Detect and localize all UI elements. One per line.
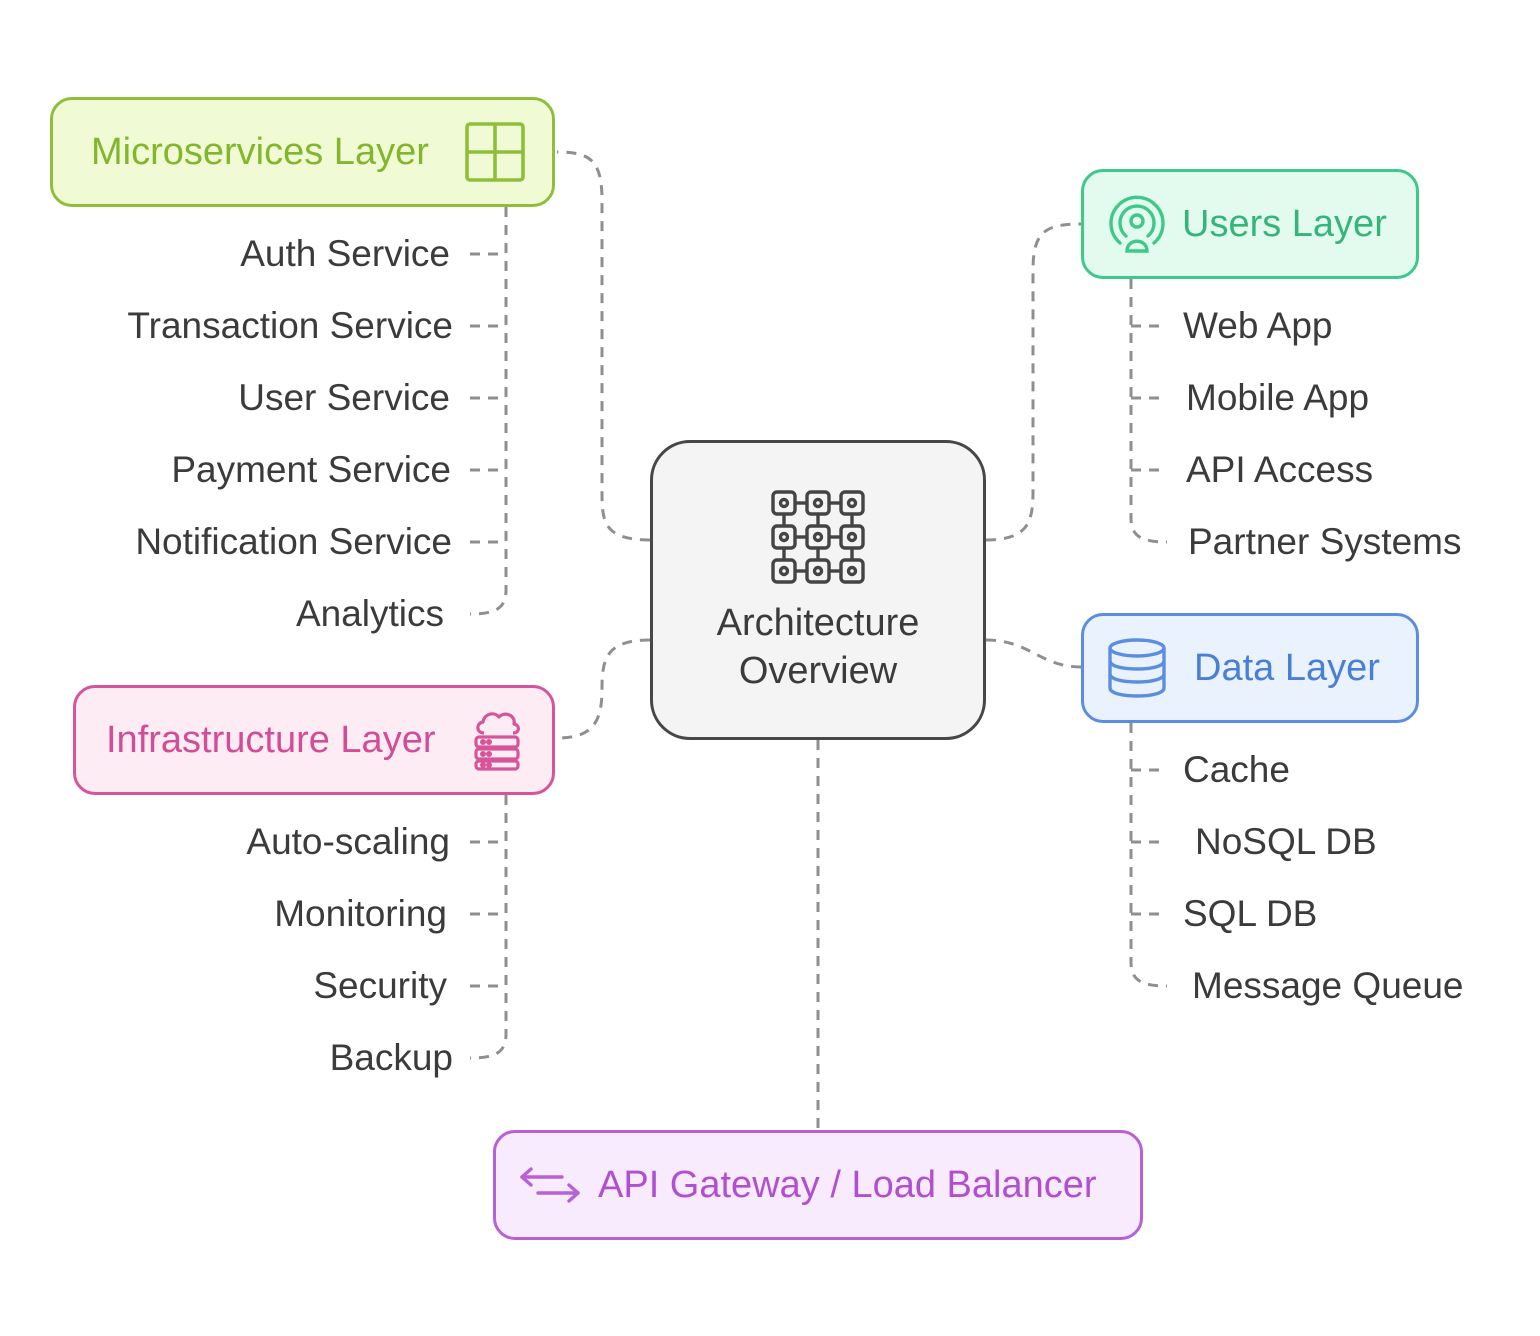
users-item-partner-systems: Partner Systems xyxy=(1188,521,1462,562)
connector-center-microservices xyxy=(556,150,651,542)
microservice-item-analytics: Analytics xyxy=(295,593,444,634)
trunk-data xyxy=(1129,723,1168,988)
infrastructure-item-monitoring: Monitoring xyxy=(274,893,447,934)
trunk-infrastructure xyxy=(469,795,508,1060)
microservice-item-auth: Auth Service xyxy=(240,233,450,274)
database-icon xyxy=(1106,637,1168,699)
data-item-cache: Cache xyxy=(1183,749,1290,790)
data-item-message-queue: Message Queue xyxy=(1192,965,1464,1006)
api-gateway-title: API Gateway / Load Balancer xyxy=(598,1163,1097,1206)
users-item-api-access: API Access xyxy=(1186,449,1374,490)
connector-center-users xyxy=(985,222,1082,542)
microservice-item-transaction: Transaction Service xyxy=(127,305,453,346)
users-layer-title: Users Layer xyxy=(1182,202,1387,245)
infrastructure-layer-node: Infrastructure Layer xyxy=(73,685,555,795)
data-layer-title: Data Layer xyxy=(1194,646,1380,689)
center-title-line2: Overview xyxy=(738,650,898,692)
exchange-arrows-icon xyxy=(518,1165,582,1205)
users-layer-node: Users Layer xyxy=(1081,169,1419,279)
center-title-line1: Architecture xyxy=(716,602,920,644)
users-item-web-app: Web App xyxy=(1183,305,1333,346)
connector-center-data xyxy=(985,638,1082,669)
grid-icon xyxy=(464,121,526,183)
cloud-server-icon xyxy=(472,709,522,771)
microservices-layer-title: Microservices Layer xyxy=(91,130,429,173)
circuit-grid-icon xyxy=(770,489,866,585)
infrastructure-item-backup: Backup xyxy=(329,1037,453,1078)
center-title: Architecture Overview xyxy=(717,599,920,695)
connector-center-infrastructure xyxy=(556,638,651,740)
microservice-item-notification: Notification Service xyxy=(135,521,452,562)
trunk-users xyxy=(1129,279,1168,544)
api-gateway-node: API Gateway / Load Balancer xyxy=(493,1130,1143,1240)
data-layer-node: Data Layer xyxy=(1081,613,1419,723)
users-item-mobile-app: Mobile App xyxy=(1186,377,1370,418)
infrastructure-layer-title: Infrastructure Layer xyxy=(106,718,436,761)
microservices-layer-node: Microservices Layer xyxy=(50,97,555,207)
architecture-overview-node: Architecture Overview xyxy=(650,440,986,740)
data-item-nosql-db: NoSQL DB xyxy=(1195,821,1377,862)
trunk-microservices xyxy=(469,207,508,616)
data-item-sql-db: SQL DB xyxy=(1183,893,1318,934)
microservice-item-payment: Payment Service xyxy=(171,449,451,490)
infrastructure-item-security: Security xyxy=(313,965,447,1006)
microservice-item-user: User Service xyxy=(238,377,450,418)
infrastructure-item-auto-scaling: Auto-scaling xyxy=(246,821,450,862)
user-broadcast-icon xyxy=(1106,193,1168,255)
